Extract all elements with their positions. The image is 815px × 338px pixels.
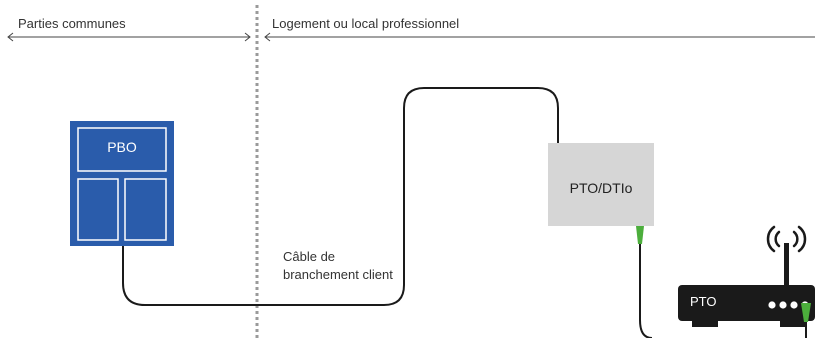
- zone-right-arrow-head-left: [264, 32, 271, 42]
- router-label: PTO: [690, 294, 717, 309]
- pto-dtio-box: [548, 143, 654, 226]
- pbo-label: PBO: [107, 139, 137, 155]
- zone-right-label: Logement ou local professionnel: [272, 16, 460, 31]
- pto-dtio-label: PTO/DTIo: [569, 180, 633, 196]
- router-led: [768, 301, 776, 309]
- router-led: [790, 301, 798, 309]
- wifi-signal-icon: [766, 225, 807, 253]
- pto-dtio-connector: [636, 226, 644, 244]
- client-cable: [122, 87, 559, 306]
- cable-label: Câble de branchement client: [283, 249, 393, 282]
- router-connector: [801, 303, 811, 322]
- router-device: [678, 243, 815, 327]
- router-led: [779, 301, 787, 309]
- zone-left-label: Parties communes: [18, 16, 126, 31]
- router-cable: [639, 244, 653, 338]
- pbo-box: [70, 121, 174, 246]
- zone-left-arrow-head-left: [7, 32, 14, 42]
- zone-left-arrow-head-right: [244, 32, 251, 42]
